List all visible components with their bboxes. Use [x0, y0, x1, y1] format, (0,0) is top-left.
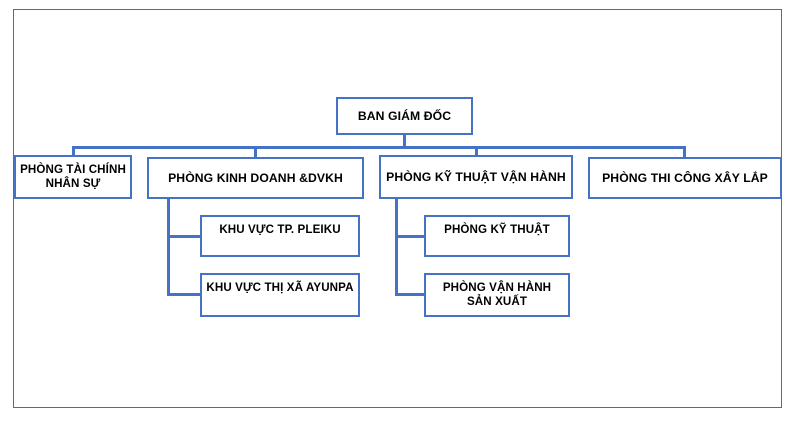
- connector-level2-bus: [72, 146, 685, 149]
- node-ban-giam-doc[interactable]: BAN GIÁM ĐỐC: [336, 97, 473, 135]
- node-phong-thi-cong-xay-lap[interactable]: PHÒNG THI CÔNG XÂY LẮP: [588, 157, 782, 199]
- node-khu-vuc-thi-xa-ayunpa[interactable]: KHU VỰC THỊ XÃ AYUNPA: [200, 273, 360, 317]
- connector-stub-ayunpa: [167, 293, 202, 296]
- diagram-outer-frame: [13, 9, 782, 408]
- connector-spine-sales: [167, 199, 170, 295]
- connector-root-stem: [403, 135, 406, 148]
- node-khu-vuc-tp-pleiku[interactable]: KHU VỰC TP. PLEIKU: [200, 215, 360, 257]
- node-label: PHÒNG TÀI CHÍNH NHÂN SỰ: [20, 163, 126, 190]
- connector-stub-technical: [395, 235, 426, 238]
- node-phong-kinh-doanh-dvkh[interactable]: PHÒNG KINH DOANH &DVKH: [147, 157, 364, 199]
- node-label: KHU VỰC THỊ XÃ AYUNPA: [206, 281, 354, 294]
- node-label: PHÒNG KỸ THUẬT VẬN HÀNH: [386, 169, 566, 184]
- node-label: PHÒNG KỸ THUẬT: [444, 223, 550, 236]
- connector-spine-tech-ops: [395, 199, 398, 295]
- node-phong-van-hanh-san-xuat[interactable]: PHÒNG VẬN HÀNH SẢN XUẤT: [424, 273, 570, 317]
- node-label: PHÒNG KINH DOANH &DVKH: [168, 170, 343, 185]
- connector-drop-construction: [683, 146, 686, 159]
- node-label: PHÒNG THI CÔNG XÂY LẮP: [602, 170, 768, 185]
- connector-drop-sales: [254, 146, 257, 159]
- node-label: PHÒNG VẬN HÀNH SẢN XUẤT: [442, 281, 552, 308]
- connector-drop-finance: [72, 146, 75, 157]
- connector-drop-tech-ops: [475, 146, 478, 157]
- connector-stub-production: [395, 293, 426, 296]
- node-label: KHU VỰC TP. PLEIKU: [219, 223, 341, 236]
- connector-stub-pleiku: [167, 235, 202, 238]
- node-phong-ky-thuat-van-hanh[interactable]: PHÒNG KỸ THUẬT VẬN HÀNH: [379, 155, 573, 199]
- node-phong-ky-thuat[interactable]: PHÒNG KỸ THUẬT: [424, 215, 570, 257]
- node-label: BAN GIÁM ĐỐC: [357, 108, 452, 123]
- node-phong-tai-chinh-nhan-su[interactable]: PHÒNG TÀI CHÍNH NHÂN SỰ: [14, 155, 132, 199]
